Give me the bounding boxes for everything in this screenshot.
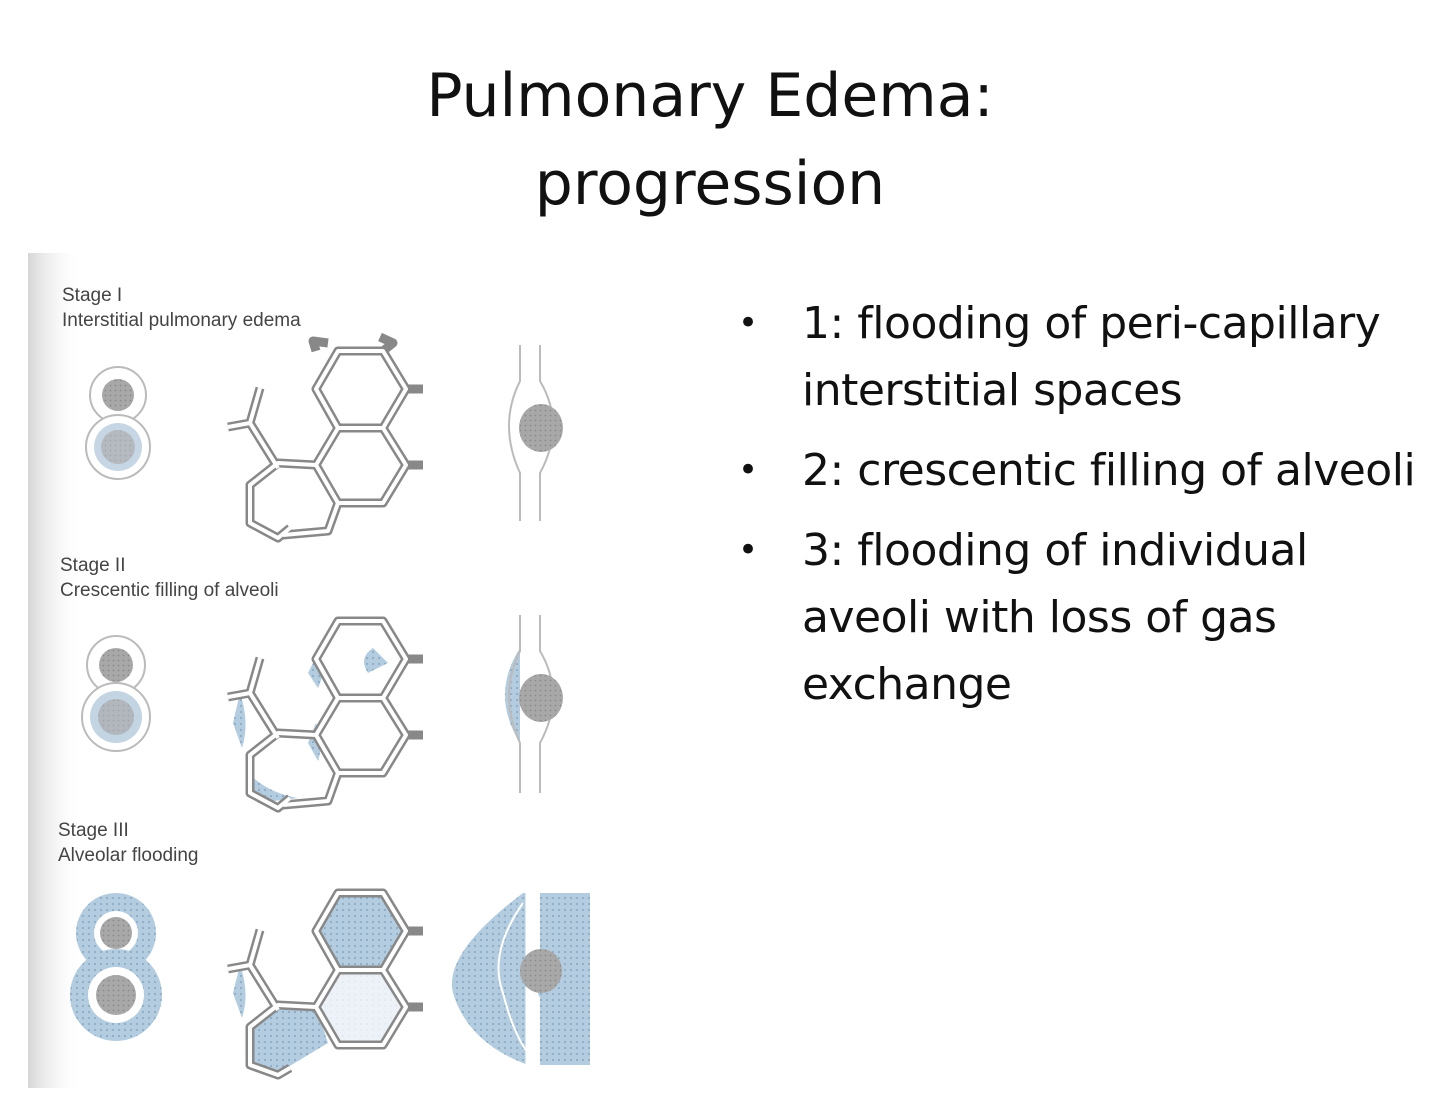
bullet-text: 2: crescentic filling of alveoli (802, 445, 1416, 496)
stage-3-flooded-alveoli (233, 893, 406, 1073)
stage-3-name: Stage III (58, 820, 129, 841)
stage-2-label: Stage II Crescentic filling of alveoli (60, 553, 279, 603)
stage-1-description: Interstitial pulmonary edema (62, 310, 301, 331)
scan-edge-shadow (28, 253, 83, 1088)
stage-1-label: Stage I Interstitial pulmonary edema (62, 283, 301, 333)
bullet-text: 3: flooding of individual aveoli with lo… (802, 525, 1308, 710)
stage-3-description: Alveolar flooding (58, 845, 199, 866)
stage-1-capillary-profile (508, 345, 563, 521)
bullet-marker: • (738, 303, 758, 343)
stage-2-description: Crescentic filling of alveoli (60, 580, 279, 601)
bullet-text: 1: flooding of peri-capillary interstiti… (802, 298, 1381, 416)
edema-stages-illustration (28, 253, 590, 1088)
bullet-item: • 1: flooding of peri-capillary intersti… (735, 290, 1425, 424)
stage-3-label: Stage III Alveolar flooding (58, 818, 198, 868)
stage-2-name: Stage II (60, 555, 126, 576)
stage-3-capillary-profile (451, 893, 590, 1065)
stage-1-cross-section (85, 366, 151, 480)
stage-1-name: Stage I (62, 285, 123, 306)
stage-3-cross-section (70, 893, 162, 1041)
slide-title: Pulmonary Edema: progression (0, 52, 1420, 228)
stage-2-capillary-profile (505, 615, 563, 793)
bullet-marker: • (738, 450, 758, 490)
slide-title-line-2: progression (534, 149, 886, 219)
edema-stages-figure: Stage I Interstitial pulmonary edema Sta… (28, 253, 628, 1088)
bullet-list: • 1: flooding of peri-capillary intersti… (735, 290, 1425, 731)
slide-title-line-1: Pulmonary Edema: (426, 61, 994, 131)
bullet-item: • 2: crescentic filling of alveoli (735, 437, 1425, 504)
bullet-marker: • (738, 530, 758, 570)
stage-2-alveoli-network-inner (227, 619, 408, 810)
stage-3-alveoli-network-inner (227, 891, 408, 1077)
stage-2-cross-section (81, 635, 151, 752)
bullet-item: • 3: flooding of individual aveoli with … (735, 517, 1425, 718)
stage-1-alveoli-network-inner (227, 349, 408, 540)
